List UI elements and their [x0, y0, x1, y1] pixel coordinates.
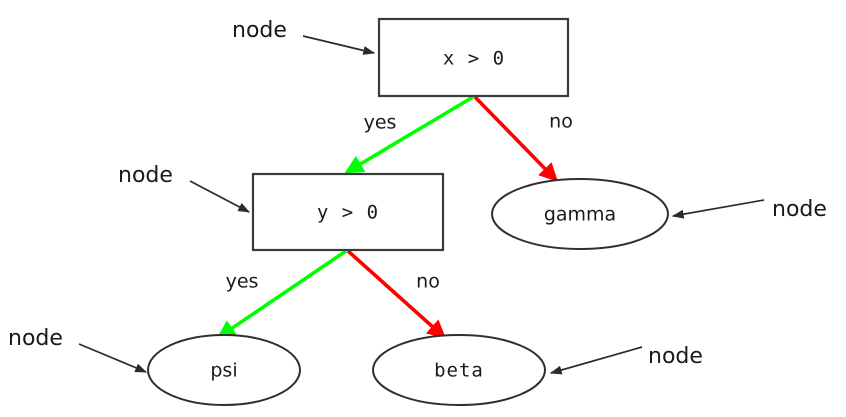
node-root-shape[interactable] — [377, 17, 570, 98]
annot-line-gamma — [671, 199, 765, 219]
annotation-label-gamma: node — [772, 197, 827, 222]
edge-root-yes — [344, 95, 474, 174]
edge-label-root-no: no — [549, 111, 573, 133]
node-inner-label: y > 0 — [317, 202, 379, 224]
node-root-label: x > 0 — [443, 48, 505, 70]
edge-label-group: yes no yes no — [226, 111, 573, 293]
annotation-label-root: node — [232, 18, 287, 43]
node-beta[interactable]: beta — [372, 334, 546, 406]
node-psi-label: psi — [210, 360, 237, 382]
node-inner-shape[interactable] — [251, 172, 445, 252]
annot-line-inner — [189, 180, 251, 213]
edge-group — [216, 95, 558, 339]
annotation-label-group: node node node node node — [8, 18, 827, 369]
node-inner[interactable]: y > 0 — [251, 172, 445, 252]
node-gamma-label: gamma — [544, 204, 616, 226]
node-beta-label: beta — [434, 360, 484, 382]
node-psi-shape[interactable] — [147, 334, 301, 406]
annotation-label-inner: node — [118, 163, 173, 188]
node-root[interactable]: x > 0 — [377, 17, 570, 98]
annot-line-root — [302, 35, 376, 55]
annot-line-beta — [549, 346, 643, 375]
node-gamma[interactable]: gamma — [491, 178, 669, 250]
edge-label-inner-yes: yes — [226, 271, 259, 293]
node-beta-shape[interactable] — [372, 334, 546, 406]
node-gamma-shape[interactable] — [491, 178, 669, 250]
edge-label-root-yes: yes — [364, 112, 397, 134]
edge-inner-no — [346, 249, 447, 339]
node-psi[interactable]: psi — [147, 334, 301, 406]
edge-inner-yes — [216, 249, 348, 339]
annotation-label-psi: node — [8, 326, 63, 351]
edge-root-no — [473, 95, 558, 183]
edge-label-inner-no: no — [416, 271, 440, 293]
annotation-line-group — [78, 35, 765, 375]
annotation-label-beta: node — [648, 344, 703, 369]
annot-line-psi — [78, 343, 148, 373]
